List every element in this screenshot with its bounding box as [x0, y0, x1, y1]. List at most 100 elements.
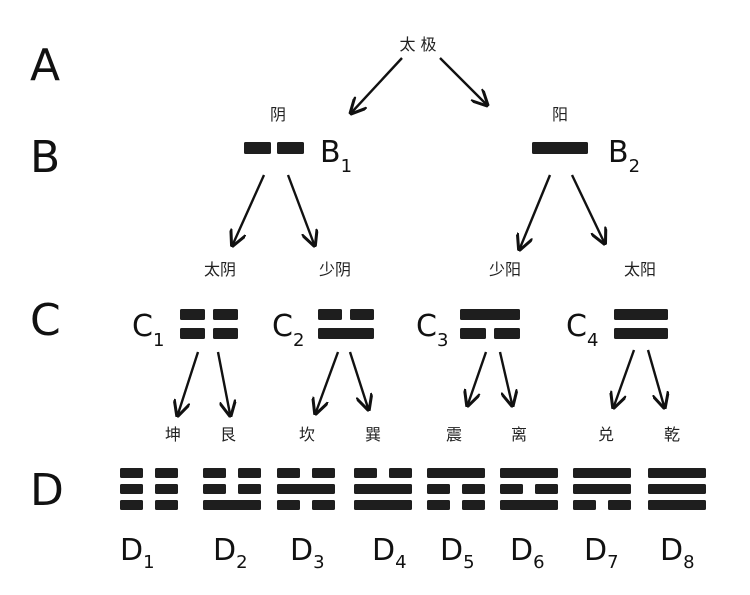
d3-solid-line-2	[277, 484, 335, 494]
d2-name: D2	[213, 533, 248, 573]
c4-symbol	[614, 309, 668, 339]
d6-symbol	[500, 468, 558, 510]
d1-broken-line-2	[155, 484, 178, 494]
d4-broken-line-3	[389, 468, 412, 478]
d3-symbol	[277, 468, 335, 510]
d1-broken-line-2	[120, 484, 143, 494]
d3-broken-line-3	[312, 468, 335, 478]
d8-symbol	[648, 468, 706, 510]
d2-broken-line-2	[203, 484, 226, 494]
c2-symbol	[318, 309, 374, 339]
arrow-c1-d2	[216, 351, 230, 414]
c3-broken-line-1	[494, 328, 520, 339]
arrow-c3-d6	[498, 351, 512, 404]
c1-broken-line-1	[213, 328, 238, 339]
b1-caption: 阴	[270, 105, 286, 124]
row-label-d: D	[30, 465, 64, 516]
b1-name: B1	[320, 135, 352, 177]
d6-caption: 离	[511, 425, 527, 444]
arrow-c1-d1	[178, 351, 200, 414]
d5-broken-line-1	[462, 500, 485, 510]
arrow-c3-d5	[468, 351, 488, 404]
arrow-root-b1	[352, 57, 403, 112]
d6-broken-line-2	[500, 484, 523, 494]
d2-caption: 艮	[220, 425, 236, 444]
c1-symbol	[180, 309, 238, 339]
d5-name: D5	[440, 533, 475, 573]
arrow-b1-c2	[286, 174, 314, 244]
arrow-b2-c3	[520, 174, 552, 248]
d5-broken-line-1	[427, 500, 450, 510]
d3-broken-line-1	[312, 500, 335, 510]
d3-caption: 坎	[299, 425, 315, 444]
d7-broken-line-1	[608, 500, 631, 510]
c3-caption: 少阳	[489, 260, 521, 279]
c2-broken-line-2	[350, 309, 374, 320]
d5-symbol	[427, 468, 485, 510]
d8-solid-line-3	[648, 468, 706, 478]
d4-symbol	[354, 468, 412, 510]
root-label: 太 极	[399, 35, 436, 54]
d7-solid-line-3	[573, 468, 631, 478]
c1-broken-line-2	[213, 309, 238, 320]
d6-solid-line-1	[500, 500, 558, 510]
c2-solid-line-1	[318, 328, 374, 339]
c4-solid-line-1	[614, 328, 668, 339]
d1-name: D1	[120, 533, 155, 573]
d7-name: D7	[584, 533, 619, 573]
b2-caption: 阳	[552, 105, 568, 124]
d2-broken-line-3	[238, 468, 261, 478]
c4-name: C4	[566, 309, 598, 351]
arrow-c2-d3	[316, 351, 340, 412]
d1-caption: 坤	[165, 425, 181, 444]
d6-name: D6	[510, 533, 545, 573]
arrows	[178, 57, 664, 414]
d3-name: D3	[290, 533, 325, 573]
d8-solid-line-2	[648, 484, 706, 494]
d2-broken-line-2	[238, 484, 261, 494]
c2-broken-line-2	[318, 309, 342, 320]
d1-symbol	[120, 468, 178, 510]
d5-caption: 震	[446, 425, 462, 444]
arrow-c4-d7	[614, 349, 636, 406]
c3-solid-line-2	[460, 309, 520, 320]
arrow-b1-c1	[233, 174, 266, 244]
d4-solid-line-1	[354, 500, 412, 510]
row-label-b: B	[30, 132, 60, 183]
d6-solid-line-3	[500, 468, 558, 478]
b2-name: B2	[608, 135, 640, 177]
c1-broken-line-2	[180, 309, 205, 320]
c3-broken-line-1	[460, 328, 486, 339]
arrow-c2-d4	[348, 351, 368, 408]
c4-solid-line-2	[614, 309, 668, 320]
line-symbols	[120, 142, 706, 510]
arrow-root-b2	[439, 57, 486, 104]
d8-solid-line-1	[648, 500, 706, 510]
d8-caption: 乾	[664, 425, 680, 444]
b1-broken-line-1	[277, 142, 304, 154]
d5-broken-line-2	[427, 484, 450, 494]
c4-caption: 太阳	[624, 260, 656, 279]
d7-broken-line-1	[573, 500, 596, 510]
d4-caption: 巽	[365, 425, 381, 444]
c3-name: C3	[416, 309, 448, 351]
d7-symbol	[573, 468, 631, 510]
b1-broken-line-1	[244, 142, 271, 154]
d7-solid-line-2	[573, 484, 631, 494]
c2-caption: 少阴	[319, 260, 351, 279]
arrow-c4-d8	[646, 349, 664, 406]
d4-broken-line-3	[354, 468, 377, 478]
d1-broken-line-3	[120, 468, 143, 478]
d4-solid-line-2	[354, 484, 412, 494]
c1-broken-line-1	[180, 328, 205, 339]
d1-broken-line-1	[155, 500, 178, 510]
row-label-c: C	[30, 295, 61, 346]
d2-broken-line-3	[203, 468, 226, 478]
b1-symbol	[244, 142, 304, 154]
b2-solid-line-1	[532, 142, 588, 154]
d4-name: D4	[372, 533, 407, 573]
c1-caption: 太阴	[204, 260, 236, 279]
d3-broken-line-1	[277, 500, 300, 510]
